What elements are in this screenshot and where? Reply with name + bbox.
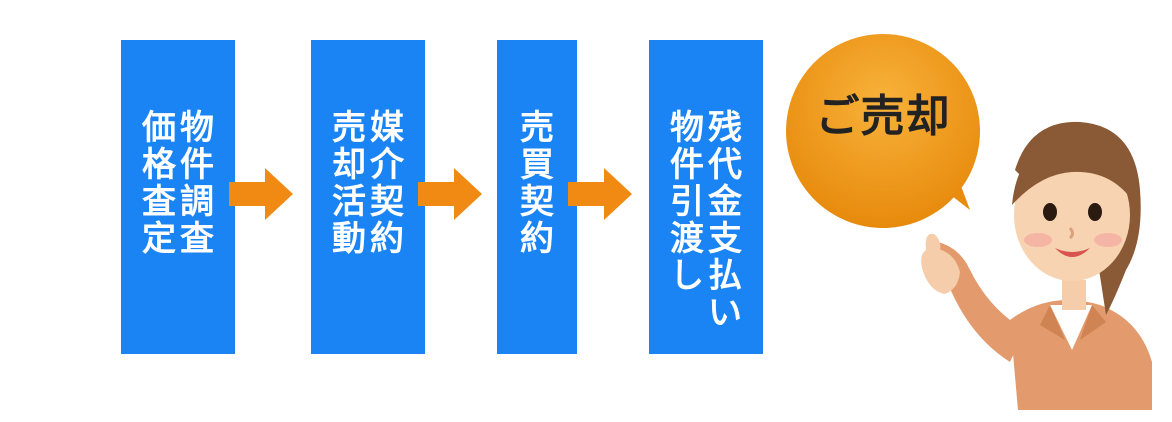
- step-char: 調: [180, 182, 214, 222]
- step-char: 払: [708, 256, 742, 296]
- step-text-column: 物件引渡し: [670, 110, 704, 354]
- step-box-2: 媒介契約売却活動: [311, 40, 425, 354]
- step-char: 物: [670, 108, 704, 148]
- step-char: 約: [370, 219, 404, 259]
- step-char: 支: [708, 219, 742, 259]
- step-char: 買: [520, 145, 554, 185]
- step-text-column: 売買契約: [520, 110, 554, 354]
- step-char: い: [708, 293, 742, 333]
- bubble-label: ご売却: [815, 91, 951, 142]
- step-text-column: 価格査定: [142, 110, 176, 354]
- step-char: 件: [180, 145, 214, 185]
- step-box-3: 売買契約: [497, 40, 577, 354]
- step-box-1: 物件調査価格査定: [121, 40, 235, 354]
- step-char: 物: [180, 108, 214, 148]
- arrow-icon: [418, 168, 482, 220]
- step-char: 件: [670, 145, 704, 185]
- arrow-icon: [229, 168, 293, 220]
- step-char: 査: [142, 182, 176, 222]
- step-text-column: 残代金支払い: [708, 110, 742, 354]
- step-char: 売: [332, 108, 366, 148]
- step-char: 価: [142, 108, 176, 148]
- step-char: 定: [142, 219, 176, 259]
- step-char: 格: [142, 145, 176, 185]
- step-text-column: 媒介契約: [370, 110, 404, 354]
- person-illustration: [921, 121, 1152, 410]
- step-char: 活: [332, 182, 366, 222]
- step-char: 残: [708, 108, 742, 148]
- step-char: 動: [332, 219, 366, 259]
- step-char: 約: [520, 219, 554, 259]
- step-char: 金: [708, 182, 742, 222]
- step-char: 契: [370, 182, 404, 222]
- step-char: 却: [332, 145, 366, 185]
- step-char: 媒: [370, 108, 404, 148]
- step-char: 介: [370, 145, 404, 185]
- step-text-column: 物件調査: [180, 110, 214, 354]
- step-char: 査: [180, 219, 214, 259]
- step-char: 売: [520, 108, 554, 148]
- step-char: 代: [708, 145, 742, 185]
- speech-bubble: [786, 34, 980, 228]
- arrow-icon: [568, 168, 632, 220]
- step-char: 渡: [670, 219, 704, 259]
- step-char: 引: [670, 182, 704, 222]
- step-char: 契: [520, 182, 554, 222]
- step-text-column: 売却活動: [332, 110, 366, 354]
- step-char: し: [670, 256, 704, 296]
- step-box-4: 残代金支払い物件引渡し: [649, 40, 763, 354]
